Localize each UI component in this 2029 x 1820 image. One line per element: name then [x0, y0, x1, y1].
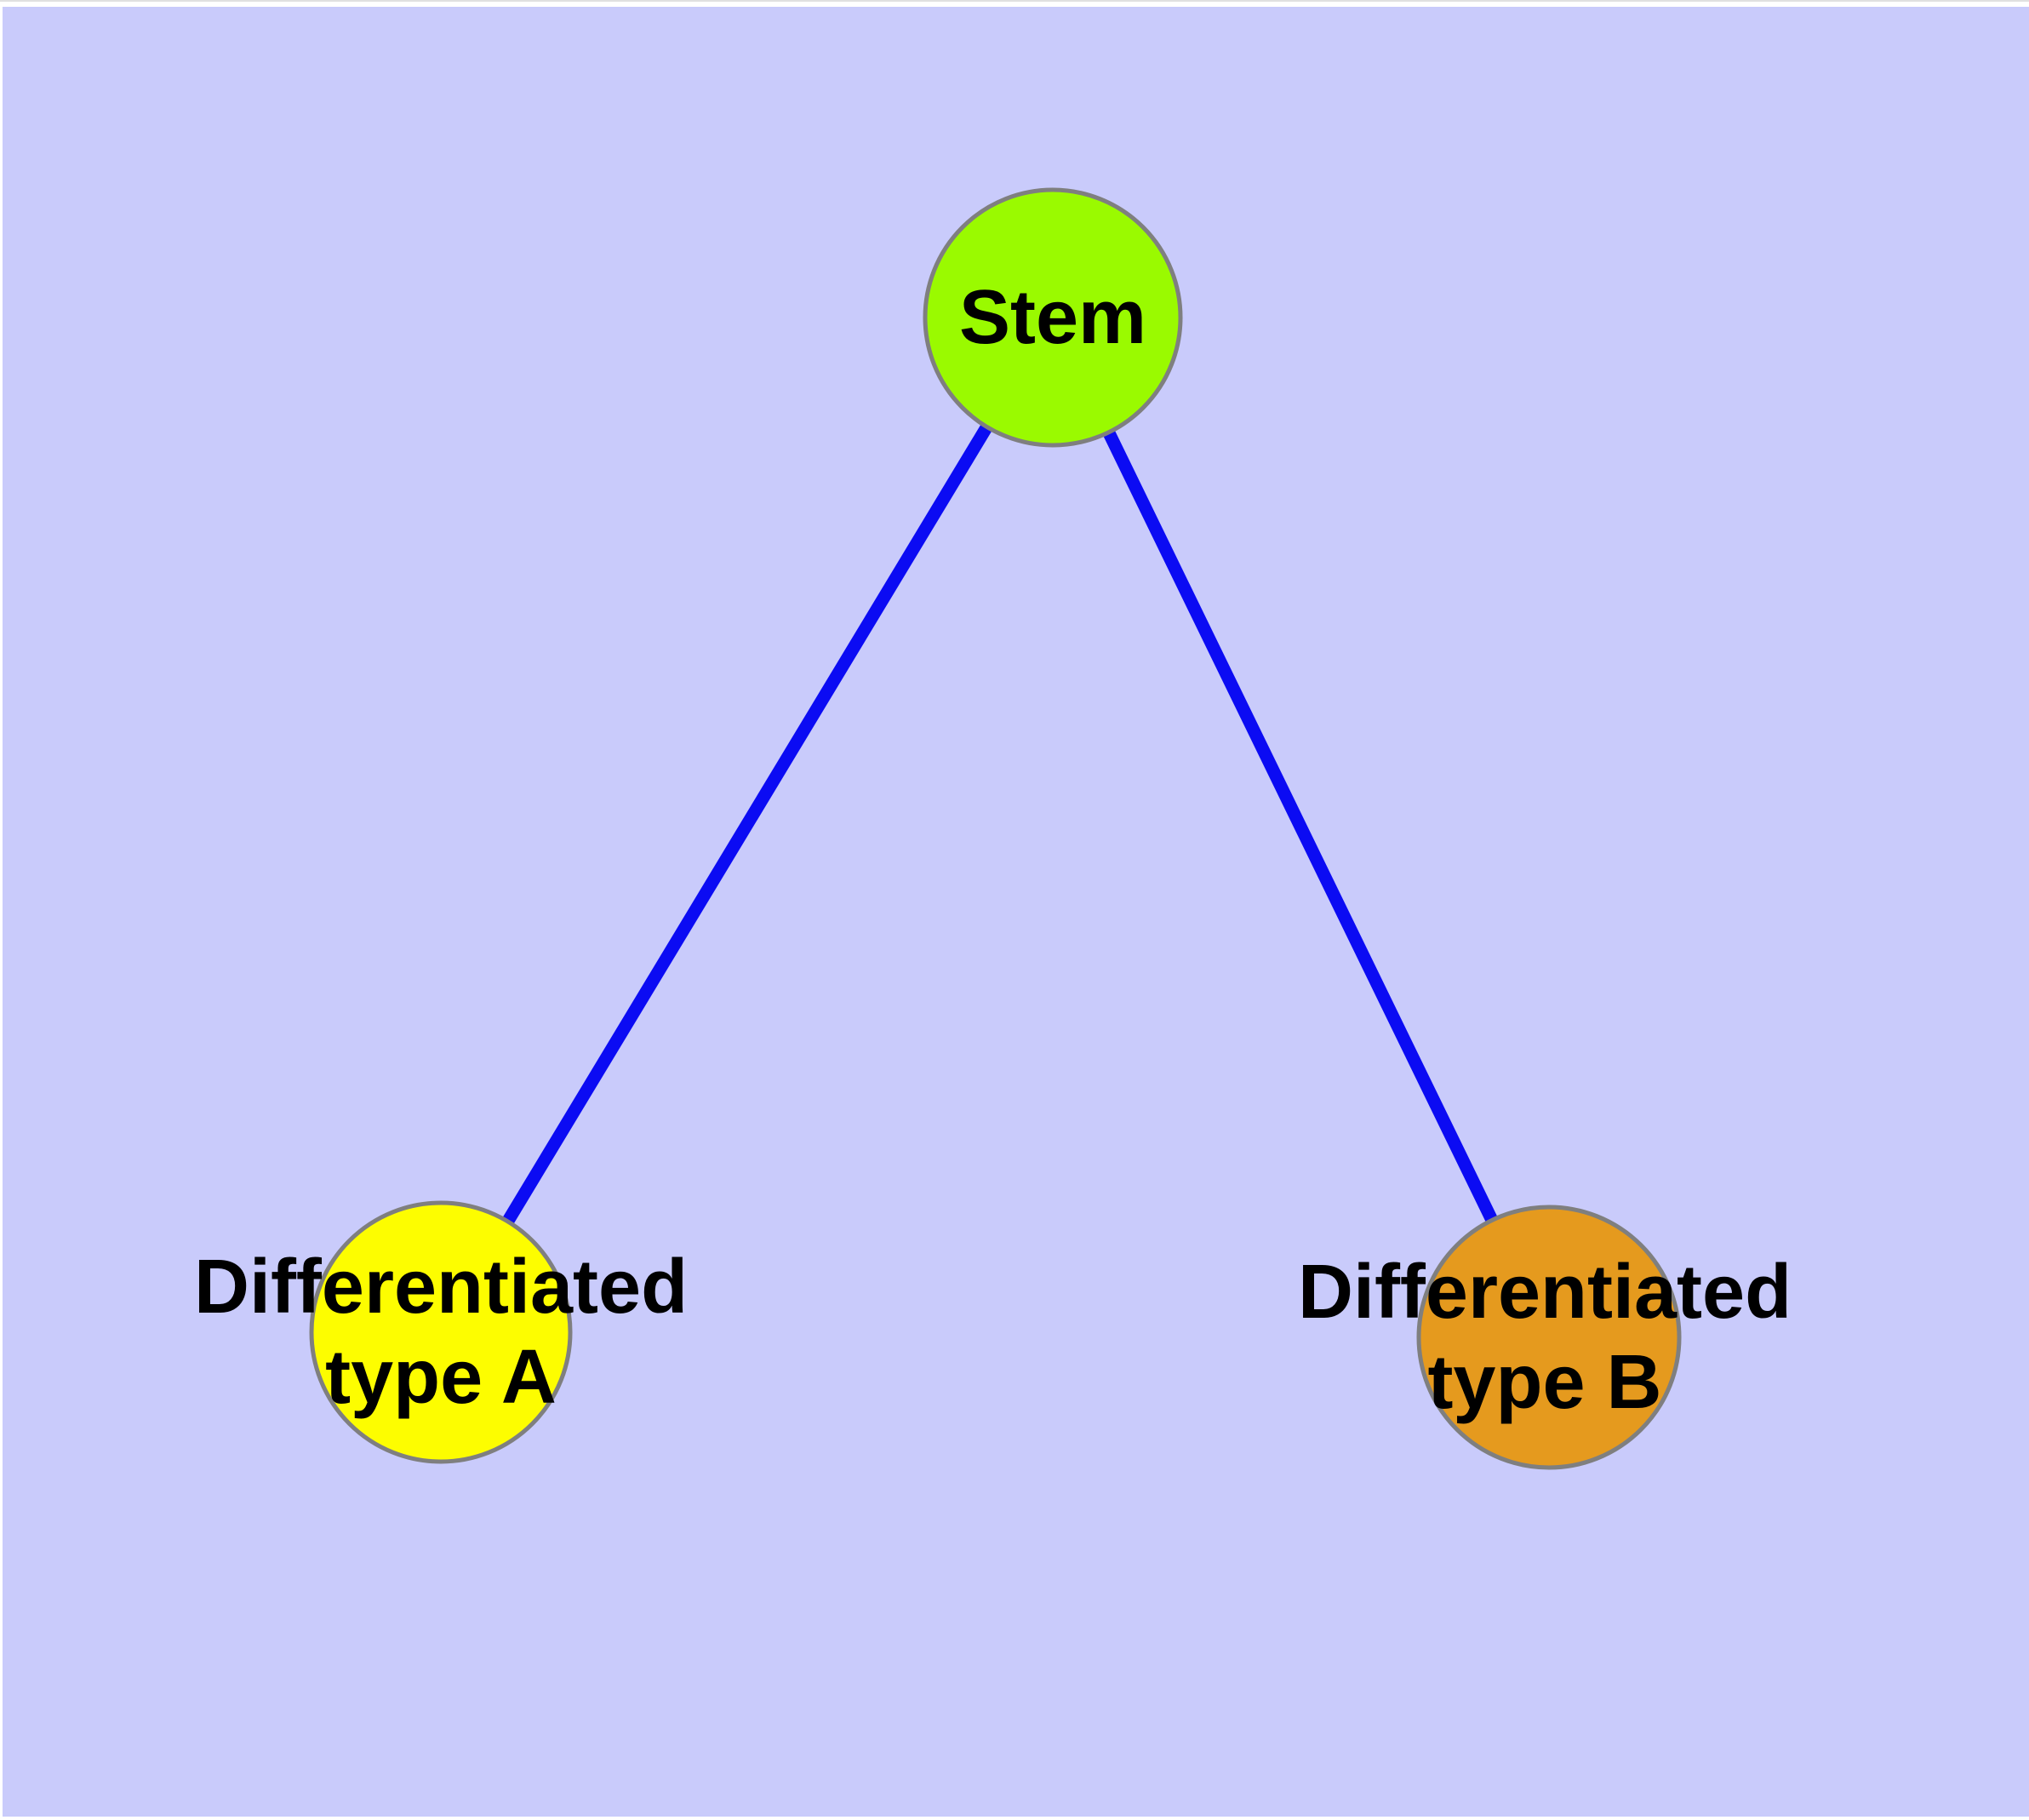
node-label-type-b-line1: Differentiated: [1297, 1250, 1792, 1335]
edge-stem-to-type-b: [1047, 314, 1555, 1341]
node-label-stem: Stem: [959, 272, 1146, 363]
top-hairline: [0, 0, 2029, 2]
node-label-type-a-line2: type A: [325, 1335, 557, 1420]
edge-stem-to-type-a: [435, 314, 1059, 1336]
node-label-type-a: Differentiated type A: [194, 1242, 688, 1422]
node-type-b-circle: [1416, 1205, 1682, 1470]
node-label-stem-line1: Stem: [958, 275, 1147, 360]
node-label-type-a-line1: Differentiated: [193, 1245, 689, 1330]
node-label-type-b: Differentiated type B: [1298, 1247, 1792, 1428]
node-label-type-b-line2: type B: [1427, 1340, 1662, 1425]
node-type-a-circle: [309, 1200, 573, 1464]
node-stem-circle: [923, 187, 1183, 448]
